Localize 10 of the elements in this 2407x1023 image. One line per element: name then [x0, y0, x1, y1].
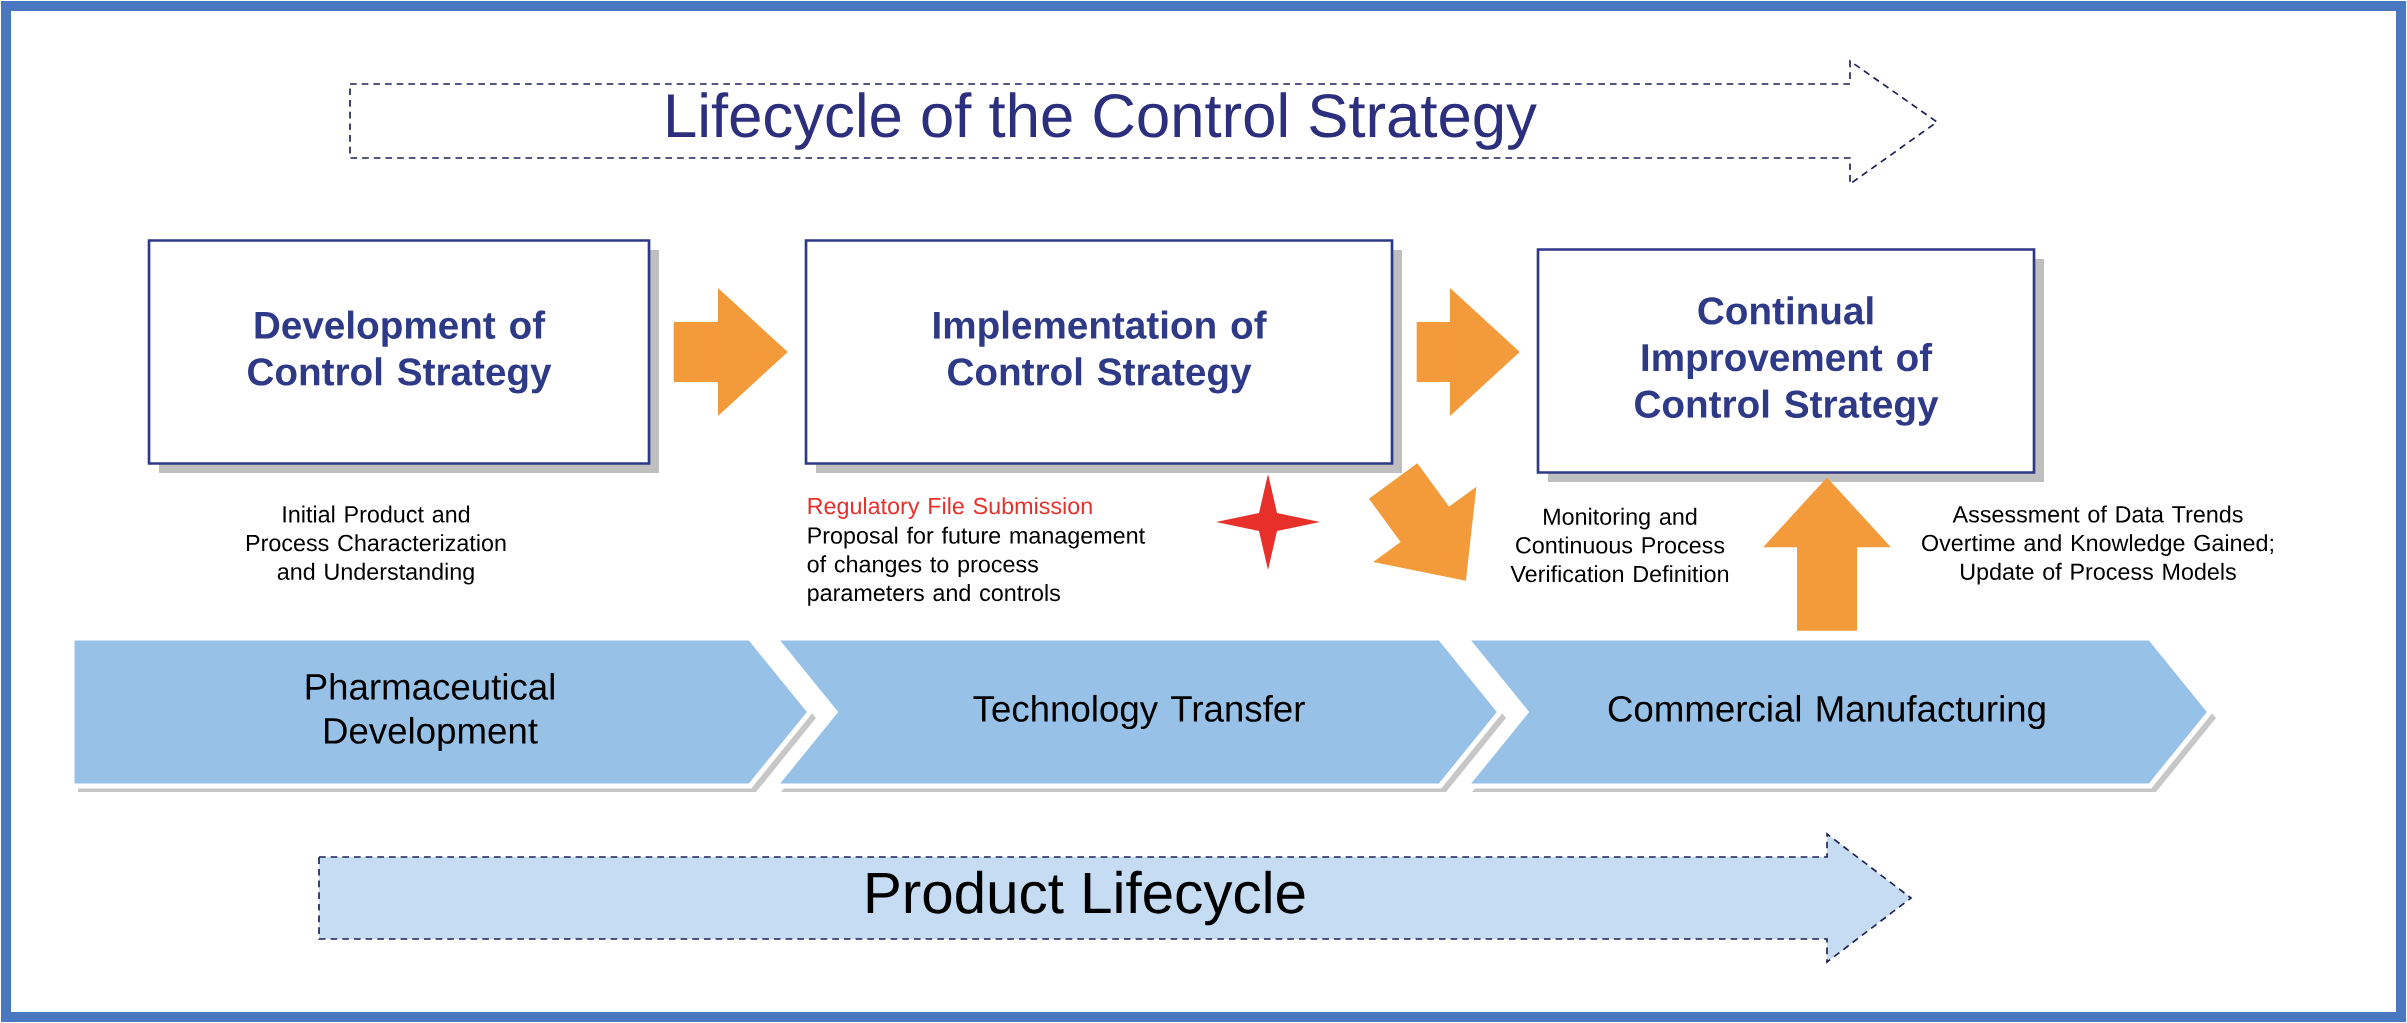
- caption-text: Initial Product and Process Characterization and Understanding: [246, 505, 506, 585]
- dashed-arrow-band: Product Lifecycle: [318, 832, 1913, 964]
- caption-text: Assessment of Data Trends Overtime and Knowledge Gained; Update of Process Models: [1922, 505, 2273, 585]
- caption-text: Regulatory File Submission: [808, 497, 1092, 519]
- dashed-arrow-band: Lifecycle of the Control Strategy: [349, 59, 1939, 186]
- process-box: Development of Control Strategy: [147, 239, 659, 473]
- caption-text: Proposal for future management of changes to process parameters and controls: [807, 526, 1145, 606]
- process-box: Continual Improvement of Control Strategy: [1536, 248, 2044, 482]
- process-box: Implementation of Control Strategy: [804, 239, 1402, 473]
- caption-text: Monitoring and Continuous Process Verification Definition: [1510, 507, 1729, 583]
